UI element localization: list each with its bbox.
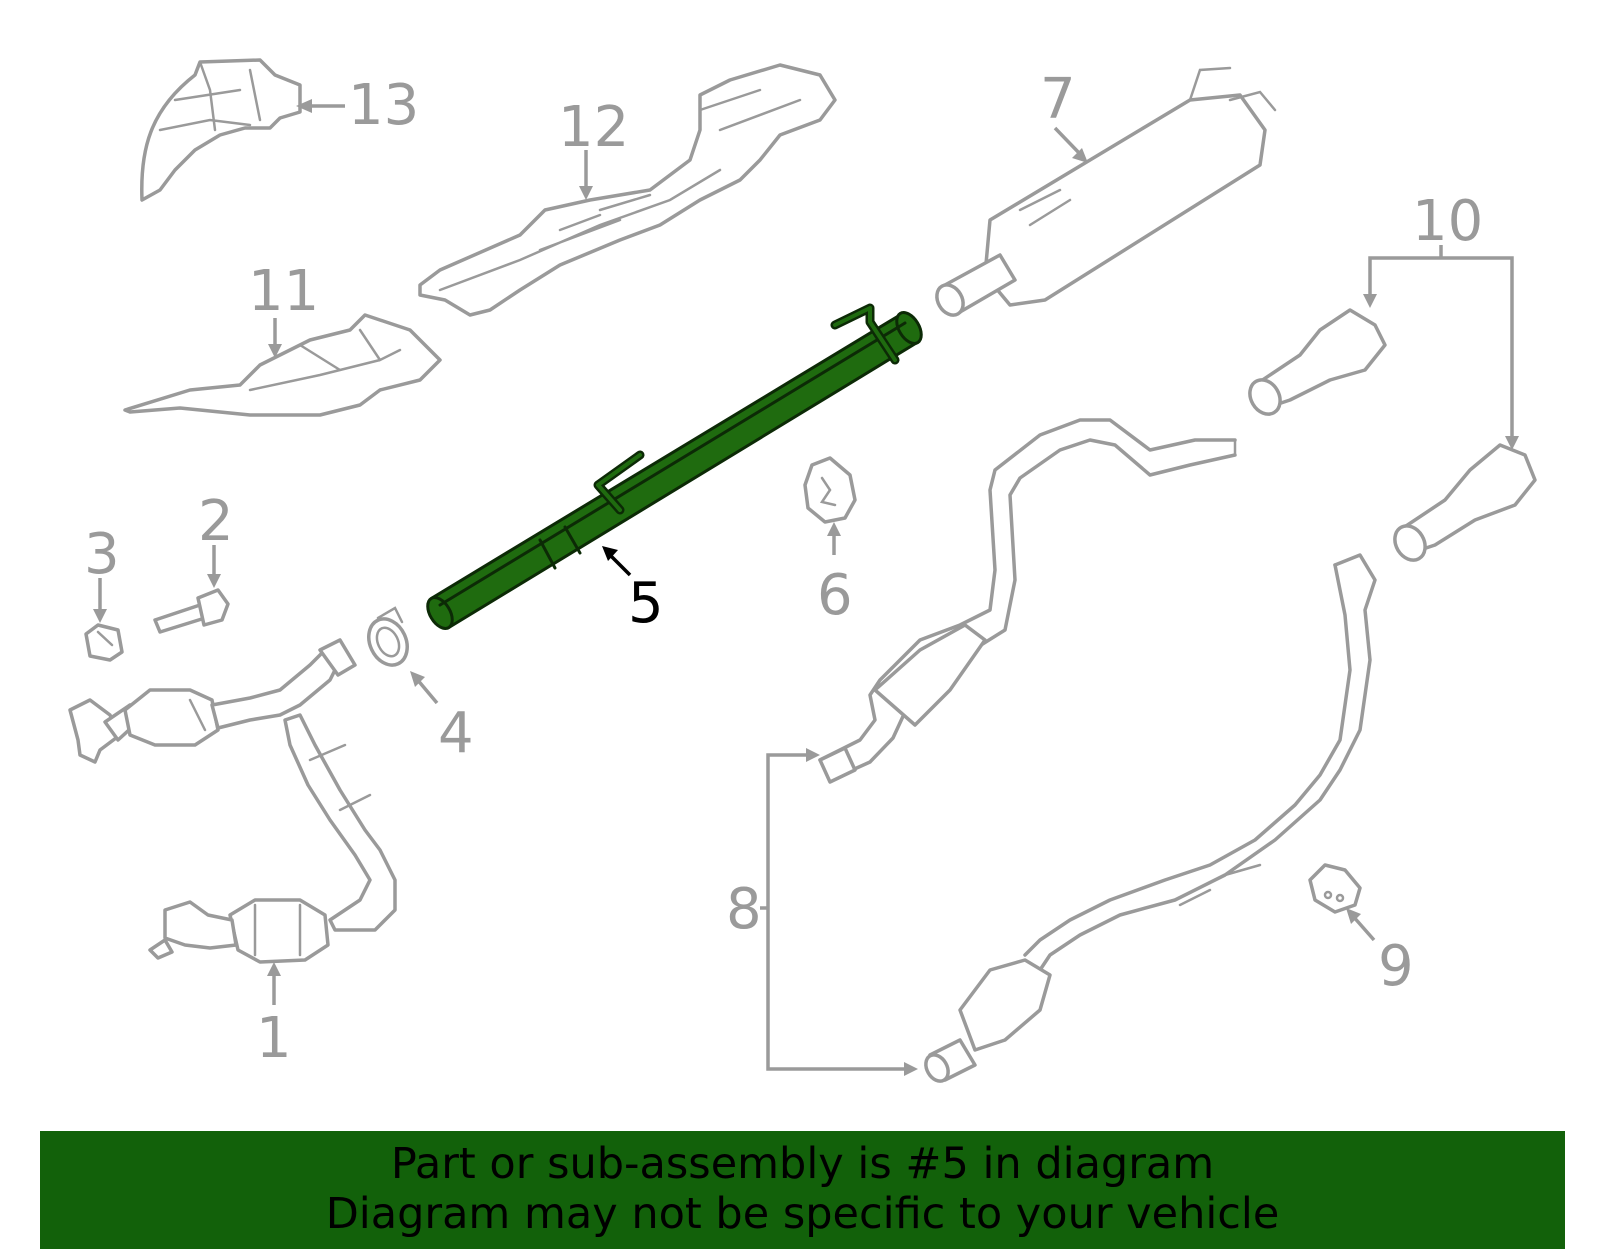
footer-banner: Part or sub-assembly is #5 in diagram Di… bbox=[40, 1131, 1565, 1249]
callout-4-arrow bbox=[410, 671, 439, 705]
callout-9-arrow bbox=[1346, 908, 1376, 942]
part-8-pipe-lower[interactable] bbox=[921, 553, 1377, 1085]
banner-line-1: Part or sub-assembly is #5 in diagram bbox=[390, 1139, 1215, 1189]
callout-13: 13 bbox=[348, 73, 419, 138]
callout-7: 7 bbox=[1040, 67, 1076, 132]
callout-3-arrow bbox=[93, 578, 107, 623]
callout-5: 5 bbox=[628, 571, 664, 636]
part-12-heat-shield[interactable] bbox=[418, 63, 837, 317]
part-7-muffler[interactable] bbox=[932, 66, 1277, 320]
part-5-intermediate-pipe[interactable] bbox=[423, 303, 927, 633]
part-2-bolt[interactable] bbox=[153, 588, 230, 634]
callout-6-arrow bbox=[827, 522, 841, 555]
callout-10-bracket bbox=[1363, 245, 1519, 450]
callout-11-arrow bbox=[268, 318, 282, 358]
callout-11: 11 bbox=[248, 259, 319, 324]
callout-1-arrow bbox=[267, 962, 281, 1005]
part-4-gasket[interactable] bbox=[362, 606, 415, 671]
callout-2-arrow bbox=[207, 545, 221, 588]
callout-9: 9 bbox=[1378, 934, 1414, 999]
banner-line-2: Diagram may not be specific to your vehi… bbox=[325, 1189, 1280, 1239]
callout-5-arrow bbox=[602, 546, 632, 577]
part-3-nut[interactable] bbox=[84, 623, 124, 662]
callout-6: 6 bbox=[817, 563, 853, 628]
part-13-heat-shield[interactable] bbox=[140, 58, 302, 202]
callout-2: 2 bbox=[198, 489, 234, 554]
callout-10: 10 bbox=[1412, 189, 1483, 254]
callout-12: 12 bbox=[558, 95, 629, 160]
part-8-pipe-upper[interactable] bbox=[818, 418, 1237, 784]
part-1-y-pipe-converter[interactable] bbox=[68, 638, 397, 964]
callout-8: 8 bbox=[726, 877, 762, 942]
callout-4: 4 bbox=[438, 701, 474, 766]
part-6-hanger[interactable] bbox=[803, 456, 857, 524]
callout-7-arrow bbox=[1053, 126, 1088, 163]
callout-12-arrow bbox=[579, 150, 593, 200]
part-9-hanger[interactable] bbox=[1308, 863, 1362, 914]
part-10-exhaust-tip-upper[interactable] bbox=[1244, 308, 1387, 420]
callout-1: 1 bbox=[256, 1006, 292, 1071]
callout-3: 3 bbox=[84, 522, 120, 587]
part-11-heat-shield[interactable] bbox=[123, 313, 442, 417]
callout-8-bracket bbox=[760, 748, 918, 1076]
part-10-exhaust-tip-lower[interactable] bbox=[1389, 443, 1537, 566]
callout-13-arrow bbox=[296, 99, 345, 113]
